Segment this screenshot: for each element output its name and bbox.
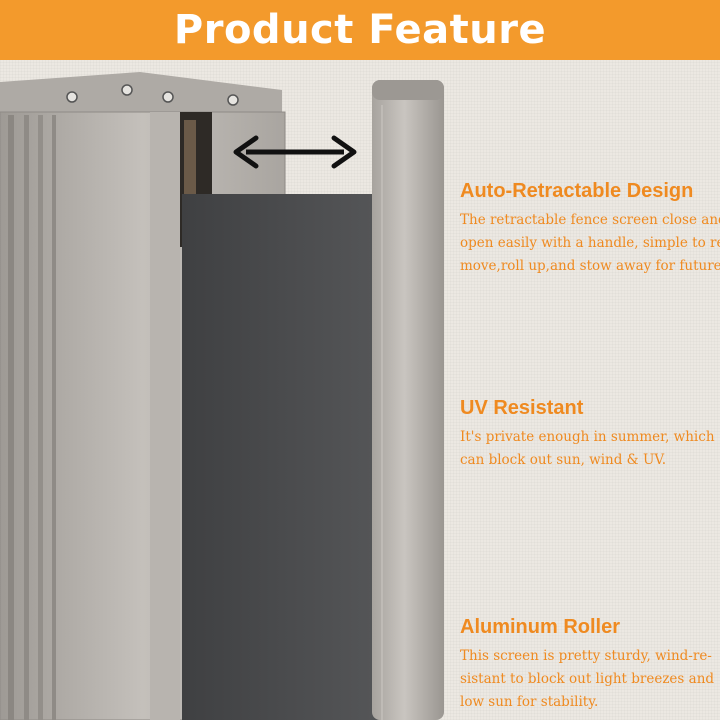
feature-text-line: sistant to block out light breezes and <box>460 671 715 687</box>
feature-text-line: move,roll up,and stow away for future <box>460 258 720 274</box>
feature-title: Auto-Retractable Design <box>460 180 694 202</box>
page-title: Product Feature <box>173 7 547 53</box>
feature-title: UV Resistant <box>460 397 584 419</box>
feature-text-line: open easily with a handle, simple to re- <box>460 235 720 251</box>
screw-heads <box>66 84 239 106</box>
header-banner: Product Feature <box>0 0 720 60</box>
feature-description: The retractable fence screen close and o… <box>460 209 720 278</box>
feature-auto-retractable: Auto-Retractable Design The retractable … <box>460 180 720 278</box>
double-arrow-icon <box>233 135 357 169</box>
feature-uv-resistant: UV Resistant It's private enough in summ… <box>460 397 718 472</box>
feature-description: It's private enough in summer, which can… <box>460 426 718 472</box>
fence-screen-illustration <box>0 72 444 720</box>
feature-aluminum-roller: Aluminum Roller This screen is pretty st… <box>460 616 718 714</box>
feature-text-line: can block out sun, wind & UV. <box>460 452 667 468</box>
feature-text-line: This screen is pretty sturdy, wind-re- <box>460 648 712 664</box>
feature-text-line: low sun for stability. <box>460 694 599 710</box>
feature-text-line: The retractable fence screen close and <box>460 212 720 228</box>
handle-pole <box>372 80 444 720</box>
feature-title: Aluminum Roller <box>460 616 621 638</box>
feature-description: This screen is pretty sturdy, wind-re- s… <box>460 645 718 714</box>
screen-fabric <box>182 194 382 720</box>
feature-text-line: It's private enough in summer, which <box>460 429 715 445</box>
